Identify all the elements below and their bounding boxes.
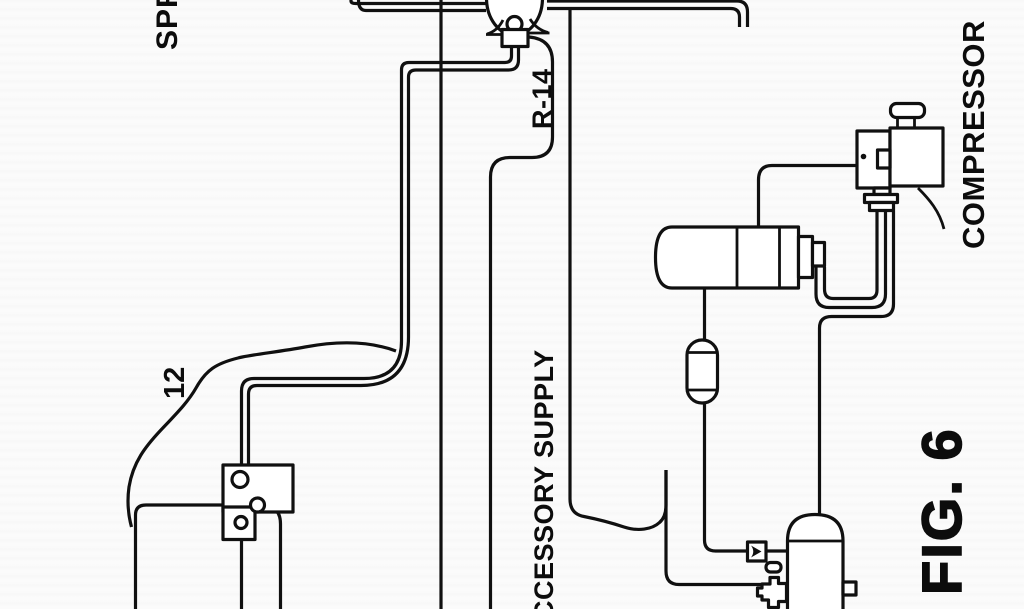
pipe-accessory-supply — [568, 8, 668, 531]
hose-ref12 — [126, 341, 397, 528]
capsule-reservoir — [685, 338, 720, 405]
tank-shell — [653, 225, 801, 290]
pipe-box-right-out — [262, 503, 283, 609]
bottom-reservoir — [745, 512, 858, 609]
tank-outlet — [796, 234, 815, 280]
pipe-stub-to-bracket — [664, 470, 761, 587]
compressor-body-main — [888, 126, 945, 188]
control-valve-boxes — [221, 463, 295, 542]
compressor-port-dot — [860, 153, 867, 160]
pipe-top-left-outer — [349, 0, 486, 6]
compressor-flange-lower — [867, 200, 896, 213]
reservoir-shell — [785, 512, 845, 609]
control-box-lower — [221, 505, 257, 542]
pipe-discharge-u-inner — [822, 211, 879, 301]
hose-compressor — [917, 187, 946, 230]
reservoir-pill-fitting — [764, 560, 783, 574]
compressor-notch — [875, 148, 892, 170]
piping-network — [126, 0, 946, 609]
check-valve-arrow-icon — [751, 545, 762, 558]
compressor-handle-cap — [888, 101, 927, 120]
reservoir-bracket — [755, 575, 789, 609]
pipe-top-right-inner — [547, 6, 742, 27]
label-spr: SPR — [151, 0, 184, 50]
reservoir-side-tab — [841, 580, 858, 597]
tank-outlet-cap — [810, 240, 827, 268]
pipe-capsule-to-checkvalve — [702, 403, 747, 553]
label-compressor: COMPRESSOR — [956, 20, 991, 249]
pipe-to-bottom-reservoir — [817, 211, 896, 516]
valve-body-square — [500, 27, 530, 49]
port-lower — [233, 514, 249, 531]
top-valve — [484, 0, 550, 49]
pipe-box-left-feed — [133, 503, 223, 609]
pipe-top-left-inner — [356, 0, 486, 13]
label-accessory-supply: ACCESSORY SUPPLY — [529, 349, 559, 609]
valve-shoulder-right — [528, 18, 550, 35]
labels: SPR R-14 COMPRESSOR 12 ACCESSORY SUPPLY … — [151, 0, 991, 609]
label-r14: R-14 — [527, 68, 557, 129]
port-upper — [230, 469, 250, 490]
pipe-discharge-u-outer — [814, 211, 888, 310]
port-middle — [248, 496, 267, 514]
pipe-valve-drop-outer — [239, 46, 514, 473]
capsule-shell — [685, 338, 720, 405]
pipe-valve-drop-inner — [246, 46, 521, 465]
pipe-compressor-inlet — [756, 163, 857, 227]
pipe-top-right-outer — [547, 0, 750, 27]
horizontal-tank — [653, 225, 827, 290]
pipe-r14 — [488, 35, 555, 609]
label-ref-12: 12 — [159, 367, 191, 399]
compressor-assembly — [855, 101, 945, 213]
figure-caption: FIG. 6 — [910, 427, 973, 595]
